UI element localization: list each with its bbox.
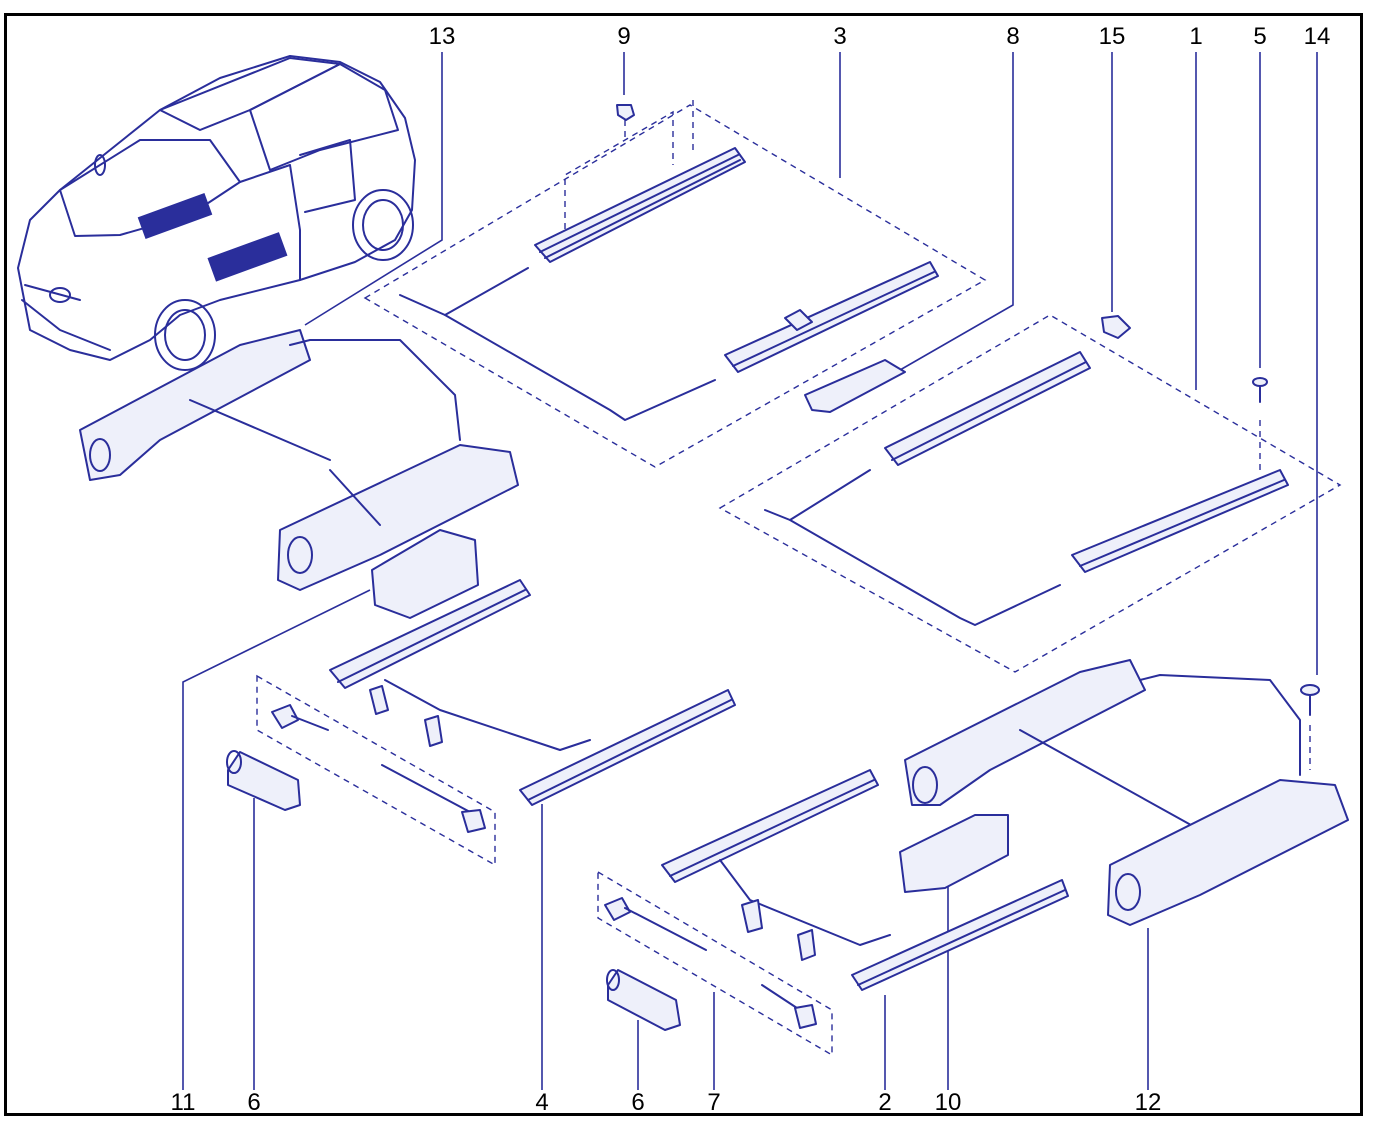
callout-11: 11 — [171, 1089, 196, 1116]
callout-6-left: 6 — [247, 1089, 260, 1116]
clip-15 — [1101, 315, 1131, 339]
callout-5: 5 — [1253, 23, 1266, 50]
rail-assembly-2 — [661, 769, 1069, 991]
seat-frame-13 — [79, 329, 519, 591]
callout-14: 14 — [1304, 23, 1331, 50]
callout-13: 13 — [429, 23, 456, 50]
assembly-1-outline — [718, 314, 1342, 673]
nut-9 — [564, 100, 694, 240]
bracket-8 — [804, 359, 906, 413]
callout-15: 15 — [1099, 23, 1126, 50]
callout-6-right: 6 — [631, 1089, 644, 1116]
callout-10: 10 — [935, 1089, 962, 1116]
module-10 — [899, 814, 1009, 893]
callout-2: 2 — [878, 1089, 891, 1116]
motor-cable-set-right-outline — [597, 870, 833, 1057]
motor-cable-set-left — [271, 704, 486, 833]
screw-5 — [1252, 377, 1268, 470]
rail-assembly-4 — [329, 579, 736, 806]
callout-8: 8 — [1006, 23, 1019, 50]
callout-9: 9 — [617, 23, 630, 50]
callout-12: 12 — [1135, 1089, 1162, 1116]
motor-cable-set-left-outline — [256, 674, 496, 867]
motor-cable-set-right — [604, 897, 817, 1029]
rail-assembly-3 — [399, 147, 939, 421]
seat-frame-12 — [904, 659, 1349, 926]
rail-assembly-1 — [764, 351, 1289, 626]
callout-7: 7 — [707, 1089, 720, 1116]
motor-6-left — [226, 750, 301, 811]
leader-lines — [182, 52, 1318, 1090]
motor-6-right — [606, 969, 681, 1031]
callout-3: 3 — [833, 23, 846, 50]
car-icon — [17, 55, 416, 371]
assembly-3-outline — [363, 104, 987, 468]
callout-4: 4 — [535, 1089, 548, 1116]
module-11 — [371, 529, 479, 619]
bolt-14 — [1300, 684, 1320, 770]
callout-1: 1 — [1189, 23, 1202, 50]
diagram-frame — [4, 13, 1363, 1116]
